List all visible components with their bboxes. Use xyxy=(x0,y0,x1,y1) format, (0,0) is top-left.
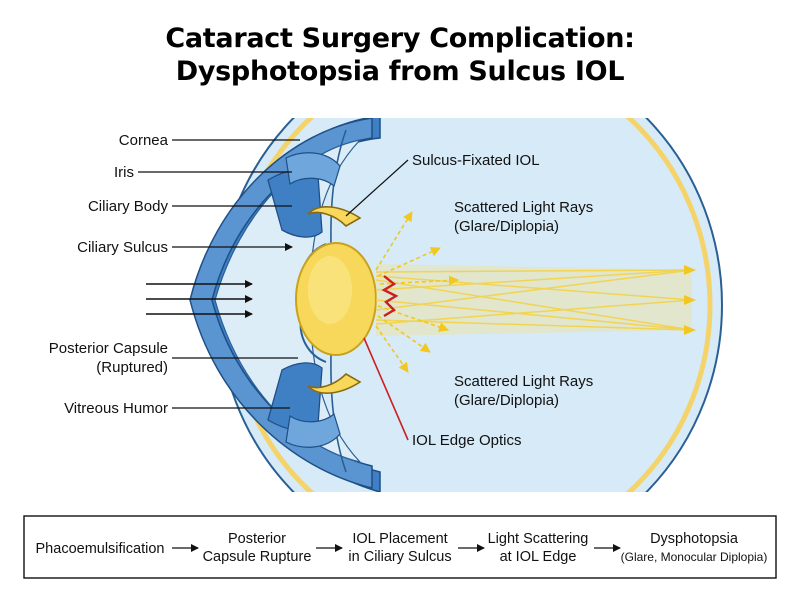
step-5-line1: Dysphotopsia xyxy=(650,531,739,547)
label-scattered-upper-sub: (Glare/Diplopia) xyxy=(454,218,559,235)
step-4-line2: at IOL Edge xyxy=(500,549,577,565)
label-ciliary-body: Ciliary Body xyxy=(88,198,169,215)
scattered-rays xyxy=(375,211,459,373)
label-posterior-capsule: Posterior Capsule xyxy=(49,340,168,357)
incoming-light-arrows xyxy=(146,280,253,318)
label-sulcus-fixated-iol: Sulcus-Fixated IOL xyxy=(412,152,540,169)
iol-edge-glare-icon xyxy=(381,275,399,318)
light-rays xyxy=(375,269,693,331)
light-beam xyxy=(376,264,692,336)
label-iris: Iris xyxy=(114,164,134,181)
iol-haptic-lower xyxy=(307,373,362,394)
label-ciliary-sulcus: Ciliary Sulcus xyxy=(77,239,168,256)
iol-haptic-upper xyxy=(307,206,362,227)
right-leader-lines xyxy=(345,159,409,217)
left-leader-lines xyxy=(138,139,300,409)
title-line-2: Dysphotopsia from Sulcus IOL xyxy=(175,56,625,87)
step-3-line2: in Ciliary Sulcus xyxy=(348,549,451,565)
label-cornea: Cornea xyxy=(119,132,169,149)
diagram-title: Cataract Surgery Complication: Dysphotop… xyxy=(0,22,800,88)
step-3-line1: IOL Placement xyxy=(352,531,447,547)
title-line-1: Cataract Surgery Complication: xyxy=(165,23,635,54)
label-vitreous-humor: Vitreous Humor xyxy=(64,400,168,417)
label-posterior-capsule-ruptured: (Ruptured) xyxy=(96,359,168,376)
eye-cross-section xyxy=(189,118,723,492)
label-iol-edge-optics: IOL Edge Optics xyxy=(412,432,522,449)
flowchart: Phacoemulsification Posterior Capsule Ru… xyxy=(23,515,777,579)
ciliary-body-lower xyxy=(285,412,341,448)
step-5-line2: (Glare, Monocular Diplopia) xyxy=(621,550,768,564)
step-2-line1: Posterior xyxy=(228,531,286,547)
cornea xyxy=(189,118,373,489)
label-scattered-upper: Scattered Light Rays xyxy=(454,199,593,216)
flowchart-box xyxy=(23,515,777,579)
step-1: Phacoemulsification xyxy=(36,541,165,557)
label-scattered-lower: Scattered Light Rays xyxy=(454,373,593,390)
label-scattered-lower-sub: (Glare/Diplopia) xyxy=(454,392,559,409)
step-2-line2: Capsule Rupture xyxy=(203,549,312,565)
ciliary-body-upper xyxy=(285,152,341,188)
iol-edge-leader xyxy=(363,337,409,441)
step-4-line1: Light Scattering xyxy=(488,531,589,547)
iol-optic-highlight xyxy=(308,256,352,324)
